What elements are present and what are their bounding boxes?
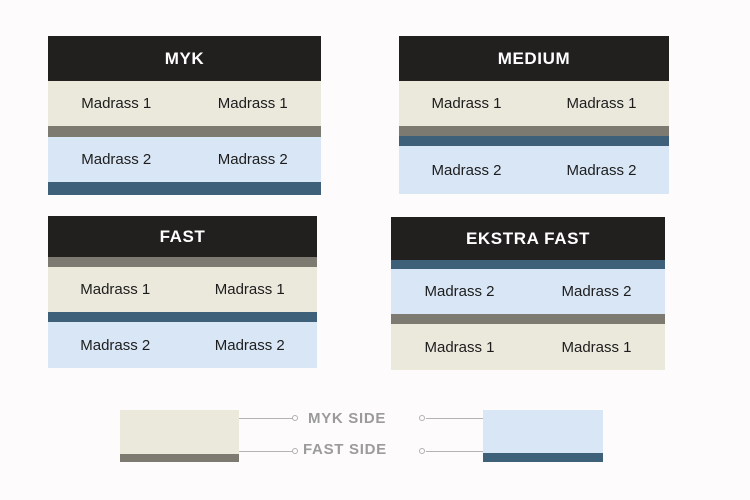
legend-swatch-fast-base [483,453,603,462]
card-ekstra-fast-bottom-label-left: Madrass 1 [424,338,495,356]
card-ekstra-fast-bottom-labels: Madrass 1 Madrass 1 [391,339,665,356]
legend-leader-myk-left [239,418,293,419]
card-fast-top-bar-gray [48,257,317,267]
card-myk-top-labels: Madrass 1 Madrass 1 [48,95,321,112]
card-ekstra-fast-layer-top: Madrass 2 Madrass 2 [391,269,665,314]
legend-label-fast-side: FAST SIDE [303,441,387,458]
card-ekstra-fast: EKSTRA FAST Madrass 2 Madrass 2 Madrass … [391,217,665,370]
legend-node-myk-right [419,415,425,421]
card-fast-top-label-left: Madrass 1 [80,281,151,298]
card-myk-bottom-bar-navy [48,182,321,195]
legend-swatch-myk-fill [120,410,239,454]
card-fast-layer-bottom: Madrass 2 Madrass 2 [48,322,317,368]
card-ekstra-fast-middle-bar-gray [391,314,665,324]
legend-node-fast-left [292,448,298,454]
card-medium-top-labels: Madrass 1 Madrass 1 [399,95,669,112]
card-myk-bottom-labels: Madrass 2 Madrass 2 [48,151,321,168]
card-fast-layer-top: Madrass 1 Madrass 1 [48,267,317,312]
legend-node-fast-right [419,448,425,454]
card-myk-bottom-label-right: Madrass 2 [217,151,288,168]
card-ekstra-fast-top-labels: Madrass 2 Madrass 2 [391,283,665,300]
card-myk: MYK Madrass 1 Madrass 1 Madrass 2 Madras… [48,36,321,195]
card-medium-middle-bar-gray [399,126,669,136]
card-fast-top-label-right: Madrass 1 [214,281,285,298]
card-ekstra-fast-bottom-label-right: Madrass 1 [561,338,632,356]
card-fast-top-labels: Madrass 1 Madrass 1 [48,281,317,298]
card-ekstra-fast-title: EKSTRA FAST [465,228,591,248]
card-fast: FAST Madrass 1 Madrass 1 Madrass 2 Madra… [48,216,317,368]
card-fast-bottom-labels: Madrass 2 Madrass 2 [48,337,317,354]
card-medium-middle-bar-navy [399,136,669,146]
card-fast-middle-bar-navy [48,312,317,322]
card-ekstra-fast-layer-bottom: Madrass 1 Madrass 1 [391,324,665,370]
card-fast-title-bar: FAST [48,216,317,257]
card-medium-layer-top: Madrass 1 Madrass 1 [399,81,669,126]
card-medium-title-bar: MEDIUM [399,36,669,81]
card-myk-title: MYK [164,48,205,68]
card-ekstra-fast-top-label-left: Madrass 2 [424,283,495,300]
card-myk-top-label-right: Madrass 1 [217,95,288,112]
card-fast-title: FAST [159,226,206,246]
card-fast-bottom-label-left: Madrass 2 [80,336,151,354]
legend-label-myk-side: MYK SIDE [308,410,387,427]
legend-swatch-fast-fill [483,410,603,453]
card-medium-bottom-label-left: Madrass 2 [431,161,502,179]
card-medium-top-label-right: Madrass 1 [566,95,637,112]
card-medium-bottom-labels: Madrass 2 Madrass 2 [399,162,669,179]
legend-leader-fast-left [239,451,293,452]
card-medium: MEDIUM Madrass 1 Madrass 1 Madrass 2 Mad… [399,36,669,194]
card-myk-bottom-label-left: Madrass 2 [81,151,152,168]
card-ekstra-fast-top-label-right: Madrass 2 [561,283,632,300]
legend-leader-fast-right [426,451,483,452]
card-myk-layer-top: Madrass 1 Madrass 1 [48,81,321,126]
card-medium-title: MEDIUM [497,48,571,68]
card-medium-bottom-label-right: Madrass 2 [566,161,637,179]
card-myk-title-bar: MYK [48,36,321,81]
card-myk-middle-bar-gray [48,126,321,137]
card-ekstra-fast-title-bar: EKSTRA FAST [391,217,665,260]
legend-leader-myk-right [426,418,483,419]
card-myk-top-label-left: Madrass 1 [81,95,152,112]
card-fast-bottom-label-right: Madrass 2 [214,336,285,354]
card-medium-layer-bottom: Madrass 2 Madrass 2 [399,146,669,194]
card-myk-layer-bottom: Madrass 2 Madrass 2 [48,137,321,182]
legend-swatch-fast [483,410,603,462]
legend-node-myk-left [292,415,298,421]
legend-swatch-myk [120,410,239,462]
legend-swatch-myk-base [120,454,239,462]
card-ekstra-fast-top-bar-navy [391,260,665,269]
card-medium-top-label-left: Madrass 1 [431,95,502,112]
